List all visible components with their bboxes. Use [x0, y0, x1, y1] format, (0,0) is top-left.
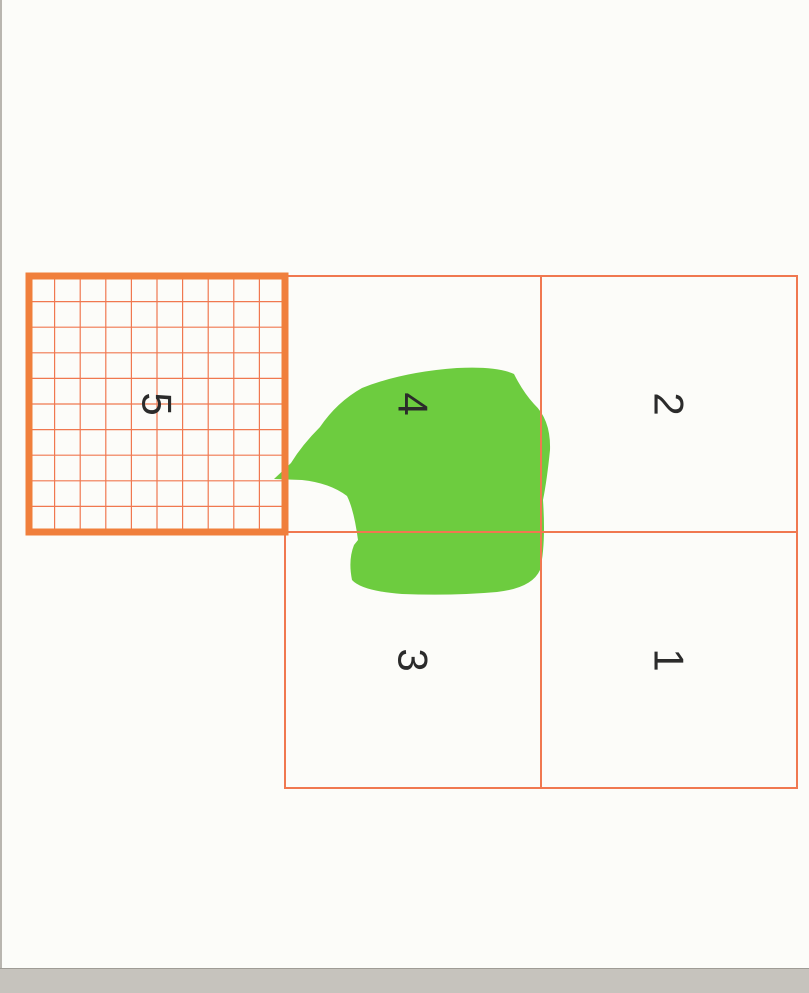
quadrant-label-1: 1 — [646, 648, 693, 671]
quadrat-diagram: 1 2 3 4 5 — [2, 0, 809, 968]
square-label-5: 5 — [134, 392, 181, 415]
quadrant-grid — [285, 276, 797, 788]
diagram-canvas: 1 2 3 4 5 — [0, 0, 809, 968]
quadrant-label-2: 2 — [646, 392, 693, 415]
quadrant-label-4: 4 — [390, 392, 437, 415]
quadrant-label-3: 3 — [390, 648, 437, 671]
bottom-edge-strip — [0, 968, 809, 993]
